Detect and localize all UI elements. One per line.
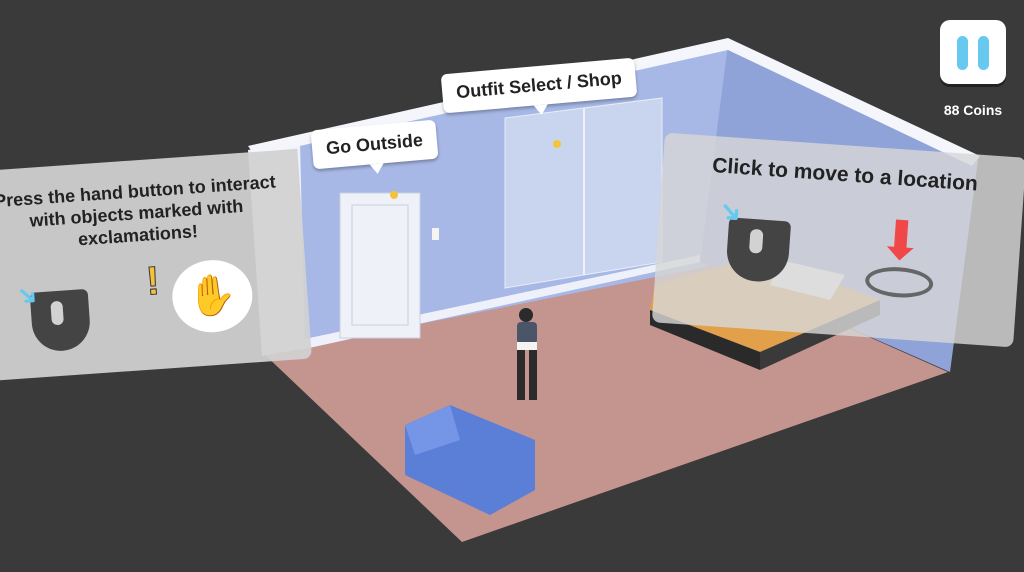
move-tutorial-text: Click to move to a location [711, 154, 979, 196]
coins-counter: 88 Coins [943, 102, 1003, 118]
move-tutorial-panel: Click to move to a location ➜ ⬇ [651, 132, 1024, 348]
hand-button-icon: ✋ [169, 257, 255, 335]
door[interactable] [339, 192, 421, 339]
interact-tutorial-text: Press the hand button to interact with o… [0, 171, 277, 250]
interact-tutorial-panel: Press the hand button to interact with o… [0, 148, 312, 382]
target-ring-icon [864, 264, 935, 300]
exclamation-icon: ! [144, 258, 162, 304]
door-panel [351, 204, 409, 326]
player-character[interactable] [517, 308, 537, 400]
down-arrow-icon: ⬇ [876, 209, 926, 273]
pause-icon [957, 36, 968, 70]
mouse-click-icon [724, 217, 792, 284]
exclamation-marker-door [390, 191, 398, 199]
exclamation-marker-wardrobe [553, 140, 561, 148]
pause-button[interactable] [940, 20, 1006, 84]
pause-icon-bar [978, 36, 989, 70]
light-switch [432, 228, 439, 240]
